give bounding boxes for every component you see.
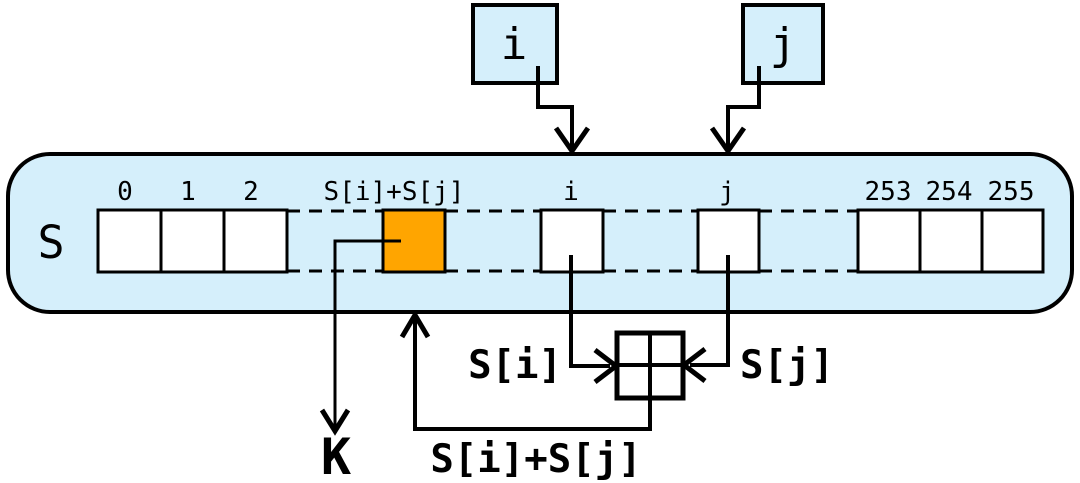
cell-2	[222, 208, 289, 274]
index-label-255: 255	[988, 177, 1035, 207]
cell-253	[856, 208, 922, 274]
arrow-jcell-to-sumbox	[690, 255, 730, 367]
arrow-k-head-icon	[319, 408, 351, 436]
sum-label: S[i]+S[j]	[430, 437, 641, 482]
cell-0	[96, 208, 163, 274]
cell-255	[980, 208, 1045, 274]
arrow-sumcell-to-k	[333, 239, 401, 430]
arrow-j-to-cell	[726, 66, 761, 150]
index-label-j: j	[719, 177, 735, 207]
arrow-sumbox-to-array	[413, 317, 652, 431]
output-k-label: K	[321, 428, 351, 483]
sj-label: S[j]	[740, 343, 834, 388]
si-label: S[i]	[468, 343, 562, 388]
pointer-box-i	[471, 3, 559, 85]
index-label-2: 2	[243, 177, 259, 207]
pointer-j-label: j	[770, 19, 797, 70]
index-label-254: 254	[926, 177, 973, 207]
index-label-sum: S[i]+S[j]	[324, 177, 465, 207]
arrow-icell-to-sumbox	[569, 255, 610, 368]
arrow-j-head-icon	[709, 126, 747, 156]
index-label-1: 1	[180, 177, 196, 207]
pointer-box-j	[741, 3, 825, 85]
pointer-i-label: i	[501, 19, 528, 70]
cell-group-left	[96, 208, 289, 274]
arrow-i-to-cell	[536, 66, 574, 150]
array-name-label: S	[37, 216, 64, 269]
cell-254	[918, 208, 984, 274]
arrow-feedback-head-icon	[399, 310, 431, 339]
index-label-0: 0	[117, 177, 133, 207]
cell-group-right	[856, 208, 1045, 274]
arrow-i-head-icon	[553, 126, 591, 156]
index-label-253: 253	[865, 177, 912, 207]
index-label-i: i	[563, 177, 579, 207]
cell-1	[159, 208, 226, 274]
